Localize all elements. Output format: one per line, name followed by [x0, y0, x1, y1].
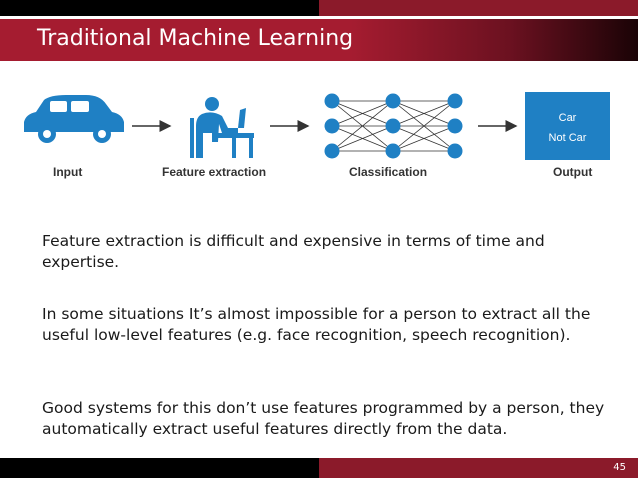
slide-title: Traditional Machine Learning — [37, 26, 354, 51]
label-input: Input — [53, 165, 83, 179]
paragraph-3: Good systems for this don’t use features… — [42, 399, 605, 438]
top-decorative-bar — [0, 0, 638, 16]
output-box — [525, 92, 610, 160]
person-at-desk-icon — [190, 97, 254, 158]
ml-pipeline-diagram — [24, 93, 518, 159]
output-option-not-car: Not Car — [548, 132, 587, 144]
neural-network-icon — [324, 93, 463, 159]
car-icon — [24, 95, 124, 143]
paragraph-2: In some situations It’s almost impossibl… — [42, 305, 591, 344]
label-output: Output — [553, 165, 593, 179]
label-feature-extraction: Feature extraction — [162, 165, 267, 179]
title-bar — [0, 19, 638, 61]
output-option-car: Car — [558, 112, 577, 124]
page-number: 45 — [613, 462, 626, 473]
footer-bar — [0, 458, 638, 478]
label-classification: Classification — [349, 165, 428, 179]
paragraph-1: Feature extraction is difficult and expe… — [42, 232, 545, 271]
